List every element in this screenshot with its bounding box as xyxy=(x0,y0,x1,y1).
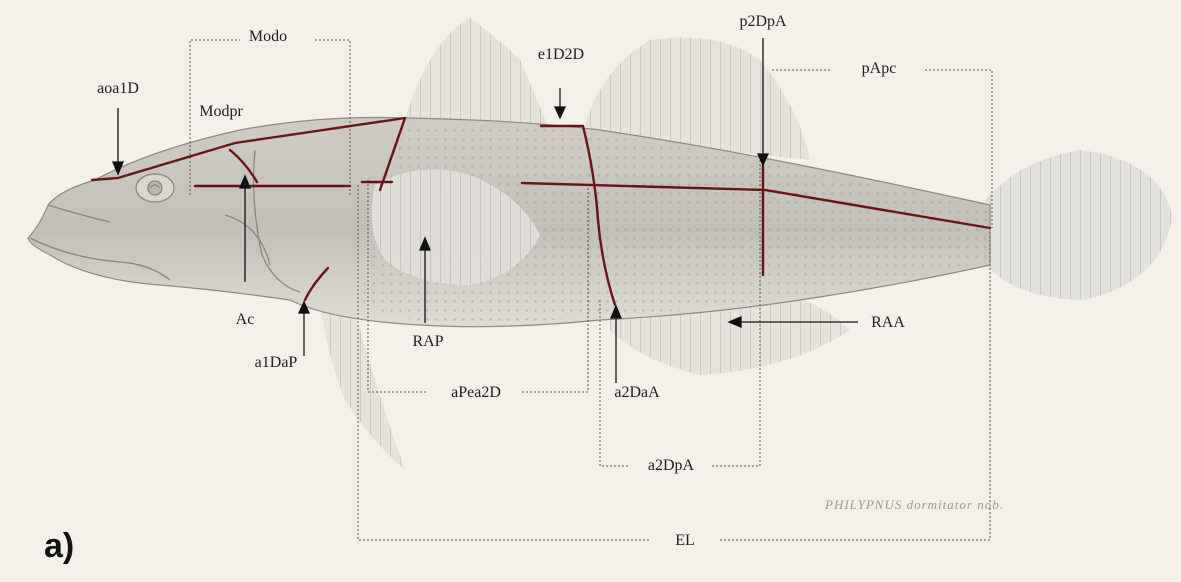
panel-label: a) xyxy=(44,527,74,566)
label-a2dpa: a2DpA xyxy=(648,457,694,475)
label-el: EL xyxy=(675,532,695,550)
pelvic-fin xyxy=(320,300,405,470)
label-e1d2d: e1D2D xyxy=(538,46,584,64)
label-p2dpa: p2DpA xyxy=(739,13,786,31)
caudal-fin xyxy=(985,150,1172,300)
label-rap: RAP xyxy=(412,333,443,351)
first-dorsal-fin xyxy=(405,18,548,126)
label-papc: pApc xyxy=(862,60,897,78)
label-apea2d: aPea2D xyxy=(451,384,501,402)
label-ac: Ac xyxy=(236,311,255,329)
label-modo: Modo xyxy=(249,28,287,46)
plate-caption: PHILYPNUS dormitator nob. xyxy=(825,497,1004,513)
label-raa: RAA xyxy=(871,314,905,332)
label-modpr: Modpr xyxy=(199,103,243,121)
label-aoa1d: aoa1D xyxy=(97,80,139,98)
label-a2daa: a2DaA xyxy=(614,384,659,402)
label-a1dap: a1DaP xyxy=(255,354,298,372)
